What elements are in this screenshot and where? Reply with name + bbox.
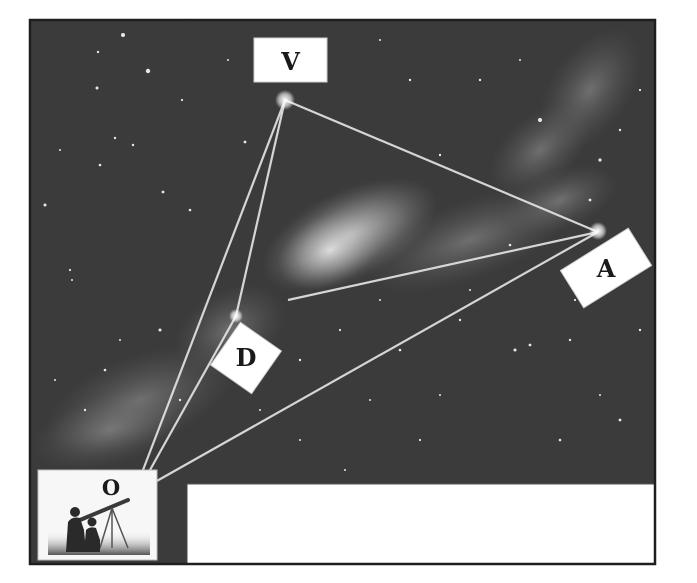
star-v <box>275 90 295 110</box>
label-v: V <box>253 37 328 83</box>
photo-frame <box>28 18 657 566</box>
line-v-a <box>284 98 599 234</box>
label-a: A <box>559 227 653 309</box>
line-a-inner <box>287 230 599 302</box>
line-v-d <box>234 99 287 317</box>
line-a-o <box>154 231 599 483</box>
telescope-icon <box>78 498 130 549</box>
line-d-o <box>149 315 237 471</box>
label-o-text: O <box>102 475 120 500</box>
milky-way <box>32 28 642 470</box>
observer-panel: O <box>37 469 158 561</box>
constellation-lines <box>141 98 599 483</box>
label-d-text: D <box>236 343 257 372</box>
label-v-text: V <box>280 47 300 76</box>
star-a <box>589 222 607 240</box>
line-v-o <box>141 99 287 471</box>
label-a-text: A <box>596 254 616 283</box>
background-stars <box>43 20 642 471</box>
sky-photo <box>30 20 655 564</box>
labeled-stars <box>229 90 607 323</box>
blank-panel <box>187 484 655 564</box>
observers-silhouette-icon <box>66 507 100 552</box>
star-d <box>229 309 243 323</box>
label-d: D <box>209 321 283 395</box>
